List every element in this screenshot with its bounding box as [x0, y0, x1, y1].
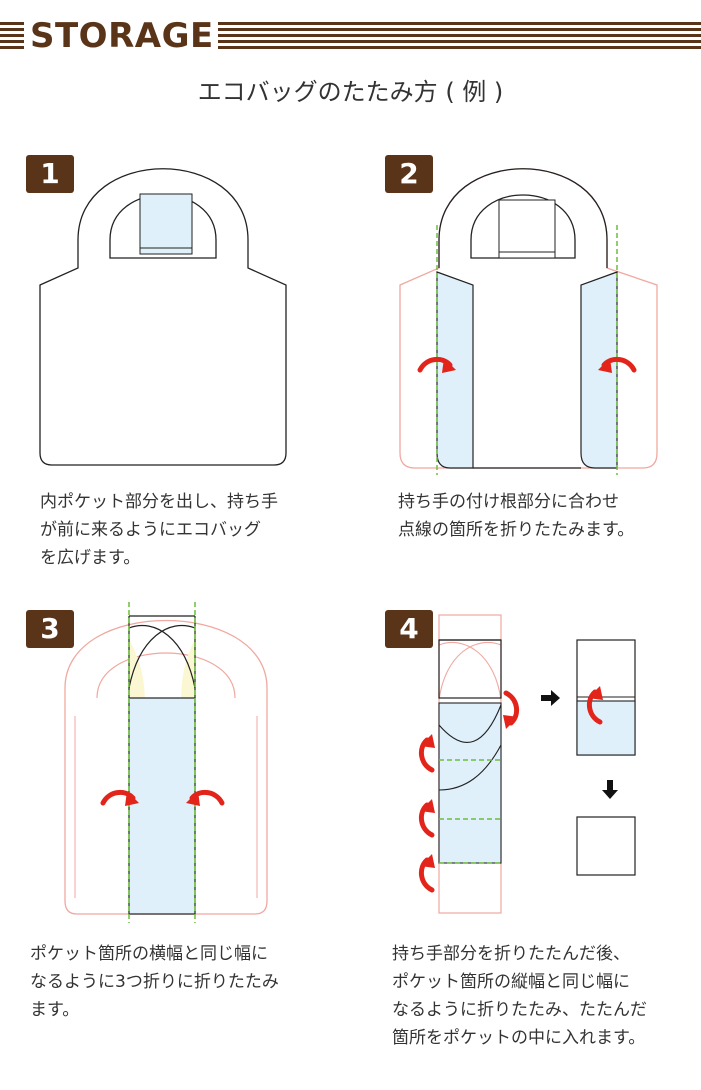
- handle-yellow-left: [129, 638, 145, 703]
- bag-outline: [39, 168, 287, 466]
- arrow-down-icon: [602, 780, 618, 799]
- step-2-illustration: [399, 168, 658, 475]
- step-2-caption: 持ち手の付け根部分に合わせ 点線の箇所を折りたたみます。: [398, 492, 635, 540]
- step-1-caption: 内ポケット部分を出し、持ち手 が前に来るようにエコバッグ を広げます。: [40, 492, 278, 568]
- bag-outline-faded: [64, 619, 268, 915]
- handle-front: [438, 168, 608, 268]
- arrow-right-icon: [541, 690, 560, 706]
- step-3-illustration: [64, 602, 268, 923]
- folded-body: [128, 697, 196, 915]
- step-3-caption: ポケット箇所の横幅と同じ幅に なるように3つ折りに折りたたみ ます。: [30, 944, 279, 1020]
- header-stripes-left: [0, 22, 24, 50]
- curved-arrow-icon: [503, 693, 518, 729]
- step-number-badge: 1: [26, 155, 74, 193]
- header: STORAGE: [0, 16, 701, 56]
- step-4-caption: 持ち手部分を折りたたんだ後、 ポケット箇所の縦幅と同じ幅に なるように折りたたみ…: [392, 944, 647, 1048]
- step-number-badge: 4: [385, 610, 433, 648]
- step-4-illustration: [405, 614, 636, 914]
- header-stripes-right: [218, 22, 701, 50]
- step-number-badge: 3: [26, 610, 74, 648]
- curved-arrow-icon: [420, 799, 435, 835]
- step-number-badge: 2: [385, 155, 433, 193]
- step-1-illustration: [39, 168, 287, 466]
- crossed-handles: [128, 624, 196, 689]
- inner-pocket: [498, 199, 556, 259]
- final-folded-bag: [576, 816, 636, 876]
- inner-pocket: [139, 193, 193, 255]
- curved-arrow-icon: [420, 854, 435, 890]
- curved-arrow-icon: [420, 734, 435, 770]
- header-title: STORAGE: [30, 16, 214, 56]
- page-subtitle: エコバッグのたたみ方 ( 例 ): [197, 78, 504, 106]
- pocket-area: [438, 702, 502, 864]
- handle-yellow-right: [181, 638, 195, 703]
